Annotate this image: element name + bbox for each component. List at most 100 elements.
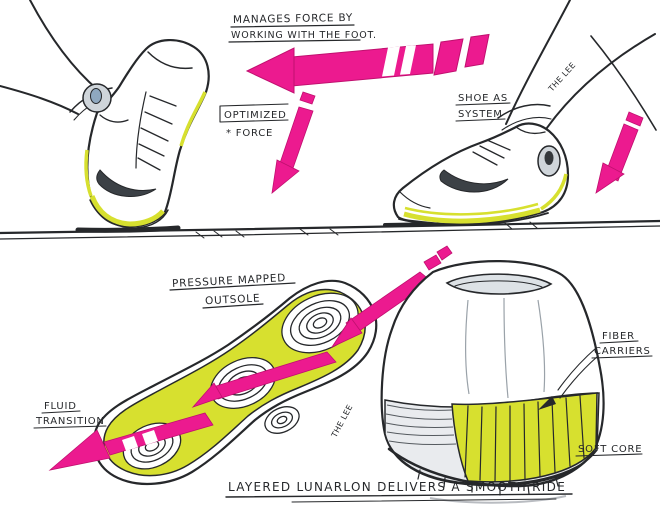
right-sock-cuff: [497, 103, 551, 119]
right-calf-line: [543, 33, 656, 133]
caption-underline-2: [291, 498, 557, 503]
right-shoe-volt-midsole-line: [404, 202, 539, 216]
transition-arrow-shaft-c-stripe-2: [122, 436, 138, 451]
right-shoe-laces: [472, 139, 511, 166]
note-fiber: FIBER: [602, 331, 635, 342]
right-shoe-swoosh-logo: [439, 169, 509, 193]
optimized-box-lines: [219, 103, 289, 123]
left-shoe-heel-pod-dot: [90, 88, 102, 104]
right-shoe-sole-edge: [398, 212, 549, 226]
right-sock-cuff-inner: [501, 116, 552, 131]
force-arrow-tail-chevron-1: [433, 38, 464, 76]
force-arrow-large-stripe-1: [382, 46, 400, 77]
note-force: * FORCE: [226, 128, 273, 139]
rear-shoe-quarter-panel-lines: [464, 297, 546, 399]
left-shoe-collar-line: [99, 114, 129, 123]
left-shin-line: [0, 85, 79, 115]
force-arrow-right-shaft: [604, 123, 639, 182]
transition-arrow-head-a: [330, 317, 363, 348]
note-optimized: OPTIMIZED: [224, 110, 287, 121]
right-shin-line: [505, 0, 571, 125]
fiber-carriers-leader-lines: [557, 347, 599, 399]
annotation-underline: [169, 282, 296, 291]
rear-shoe-outsole-ribs: [464, 395, 585, 483]
note-manages-force-line1: MANAGES FORCE BY: [233, 12, 353, 26]
right-shoe-volt-sole-stripe: [403, 207, 541, 224]
rear-shoe-lug-ticks: [417, 469, 559, 496]
force-arrow-mid: [271, 91, 316, 194]
left-shoe-sketch: [82, 39, 210, 229]
pressure-contour-cluster-lateral: [264, 406, 300, 434]
left-shoe-volt-heel-stripe: [84, 149, 93, 197]
force-arrow-large: [245, 33, 490, 94]
rear-shoe-collar-liner-line: [454, 280, 543, 288]
note-fluid: FLUID: [44, 401, 77, 412]
annotation-underline: [230, 24, 355, 28]
rear-shoe-layer-striations: [385, 404, 457, 446]
note-shoe-as: SHOE AS: [458, 93, 508, 104]
force-arrow-mid-head: [271, 159, 300, 194]
background-diagonal-line: [590, 35, 657, 131]
annotation-underline: [41, 410, 81, 414]
left-calf-line: [29, 0, 99, 91]
right-shoe-toe-cap-line: [399, 191, 431, 209]
contour-ring: [290, 299, 350, 347]
note-system: SYSTEM: [458, 109, 503, 120]
ground-line: [0, 219, 660, 240]
force-arrow-mid-stripe: [299, 91, 316, 105]
caption-layered-lunarlon: LAYERED LUNARLON DELIVERS A SMOOTH RIDE: [228, 480, 566, 494]
right-shoe-volt-heel-wrap: [540, 173, 568, 211]
note-pressure-mapped: PRESSURE MAPPED: [172, 272, 287, 290]
contour-ring: [298, 306, 342, 340]
annotation-underline: [455, 102, 511, 106]
caption-underline: [225, 493, 573, 498]
transition-arrow-shaft-b: [212, 351, 337, 400]
right-shoe-sketch: [392, 122, 570, 226]
force-arrow-right-stripe: [625, 111, 644, 127]
annotation-underline: [228, 39, 361, 43]
annotation-underline: [33, 425, 107, 429]
left-shoe-swoosh-logo: [96, 169, 157, 197]
rear-shoe-sole-bottom-edge: [387, 447, 596, 488]
note-soft-core: SOFT CORE: [578, 444, 642, 455]
right-shoe-heel-pod-dot: [544, 151, 554, 165]
annotation-underline: [591, 355, 653, 359]
transition-arrow-chain: [48, 245, 453, 471]
rear-shoe-collar-opening: [445, 273, 553, 295]
transition-arrow-shaft-c-stripe-1: [142, 430, 158, 445]
right-leg-sketch: [497, 0, 657, 133]
annotation-underline: [202, 303, 264, 309]
left-shoe-volt-sole-stripe: [89, 195, 165, 227]
contour-ring: [270, 411, 294, 429]
left-shoe-eyestay-line: [135, 91, 147, 169]
annotation-underline: [599, 340, 639, 344]
transition-arrow-head-b: [191, 382, 223, 408]
note-manages-force-line2: WORKING WITH THE FOOT.: [231, 30, 377, 41]
left-shoe-sole-edge: [89, 199, 169, 229]
ground-line-bottom: [0, 225, 660, 240]
note-transition: TRANSITION: [35, 416, 105, 427]
rear-shoe-sketch: [380, 260, 605, 504]
note-outsole: OUTSOLE: [205, 292, 261, 307]
designer-signature-top: THE LEE: [546, 61, 577, 94]
designer-signature-bottom: THE LEE: [329, 403, 354, 440]
force-arrow-tail-chevron-2: [464, 33, 490, 68]
force-arrow-right: [595, 111, 644, 194]
contour-ring: [306, 312, 334, 334]
right-shoe-collar-line: [515, 126, 546, 134]
transition-arrow-stripe-1: [423, 254, 442, 271]
left-shoe-laces: [137, 95, 177, 171]
note-carriers: CARRIERS: [594, 346, 651, 357]
contour-ring: [312, 317, 328, 329]
force-arrow-large-stripe-2: [400, 45, 416, 75]
annotation-underline: [575, 453, 643, 457]
transition-arrow-head-c: [48, 429, 111, 471]
ground-hatching: [195, 221, 538, 239]
force-arrow-right-head: [595, 162, 625, 194]
force-arrow-large-head: [245, 47, 295, 94]
ground-shadow-left: [75, 225, 181, 233]
left-shoe-volt-toe-stripe: [179, 91, 207, 147]
fiber-carriers-leader-arrowhead: [538, 396, 556, 410]
